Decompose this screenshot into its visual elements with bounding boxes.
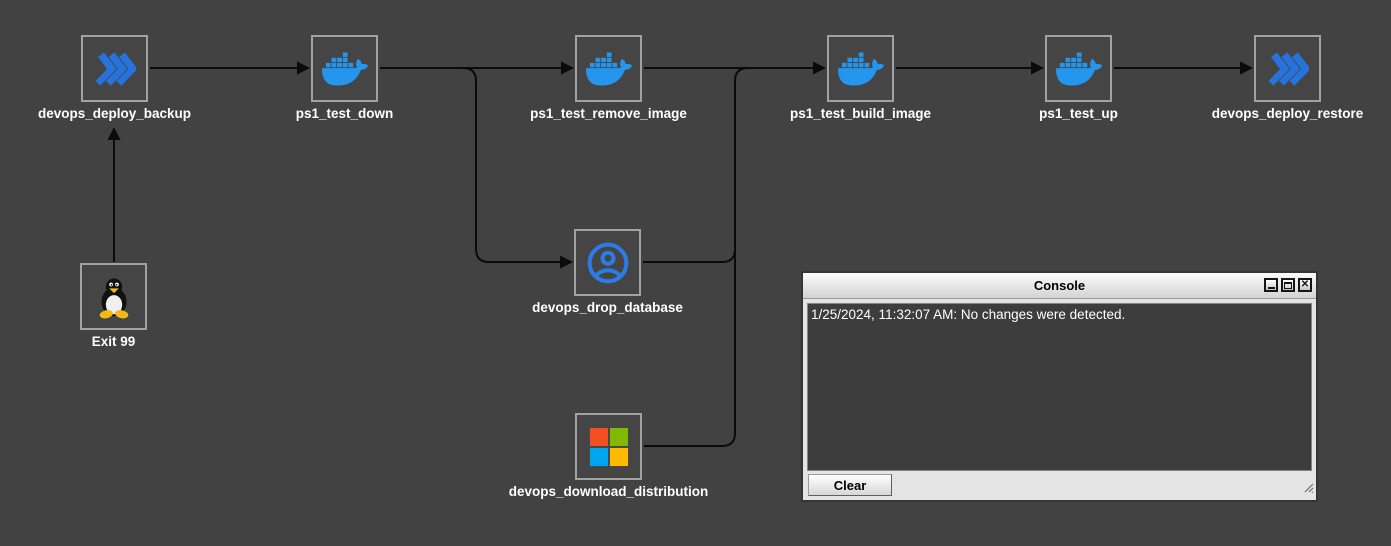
arrowhead [297,61,310,75]
maximize-icon [1284,282,1292,289]
node-ps1_test_remove_image[interactable]: ps1_test_remove_image [530,35,687,121]
minimize-icon [1267,287,1275,289]
arrowhead [561,61,574,75]
node-label: ps1_test_down [295,106,394,121]
node-label: devops_deploy_backup [37,106,192,121]
arrowhead [1031,61,1044,75]
edge-download-to-build [644,67,800,447]
arrowhead [560,255,573,269]
console-titlebar[interactable]: Console ✕ [803,273,1316,299]
node-exit-99[interactable]: Exit 99 [80,263,147,349]
console-window: Console ✕ 1/25/2024, 11:32:07 AM: No cha… [801,271,1318,502]
node-label: Exit 99 [91,334,136,349]
console-footer: Clear [803,472,1316,500]
console-title: Console [1033,278,1086,293]
node-ps1_test_up[interactable]: ps1_test_up [1039,35,1118,121]
maximize-button[interactable] [1281,278,1295,292]
clear-button[interactable]: Clear [808,474,892,496]
microsoft-icon [589,427,629,467]
node-label: devops_drop_database [532,300,683,315]
node-devops_drop_database[interactable]: devops_drop_database [532,229,683,315]
docker-icon [321,46,368,92]
node-label: devops_deploy_restore [1211,106,1364,121]
resize-grip[interactable] [1301,480,1314,498]
close-button[interactable]: ✕ [1298,278,1312,292]
arrowhead [813,61,826,75]
window-controls: ✕ [1264,278,1312,292]
node-devops_download_distribution[interactable]: devops_download_distribution [509,413,708,499]
tux-icon [91,274,137,320]
node-label: devops_download_distribution [508,484,709,499]
chevrons-icon [1267,48,1309,90]
node-label: ps1_test_remove_image [530,106,687,121]
arrowhead [107,127,121,140]
chevrons-icon [94,48,136,90]
docker-icon [837,46,884,92]
node-devops_deploy_restore[interactable]: devops_deploy_restore [1212,35,1363,121]
node-ps1_test_build_image[interactable]: ps1_test_build_image [790,35,931,121]
node-ps1_test_down[interactable]: ps1_test_down [296,35,393,121]
docker-icon [585,46,632,92]
user-circle-icon [586,241,630,285]
node-devops_deploy_backup[interactable]: devops_deploy_backup [38,35,191,121]
docker-icon [1055,46,1102,92]
minimize-button[interactable] [1264,278,1278,292]
edge-down-to-drop [462,67,562,263]
console-log-line: 1/25/2024, 11:32:07 AM: No changes were … [811,307,1126,322]
close-icon: ✕ [1300,279,1310,290]
node-label: ps1_test_build_image [789,106,932,121]
edge-drop-to-build [643,240,736,263]
console-log[interactable]: 1/25/2024, 11:32:07 AM: No changes were … [807,303,1312,471]
node-label: ps1_test_up [1039,106,1118,121]
arrowhead [1240,61,1253,75]
